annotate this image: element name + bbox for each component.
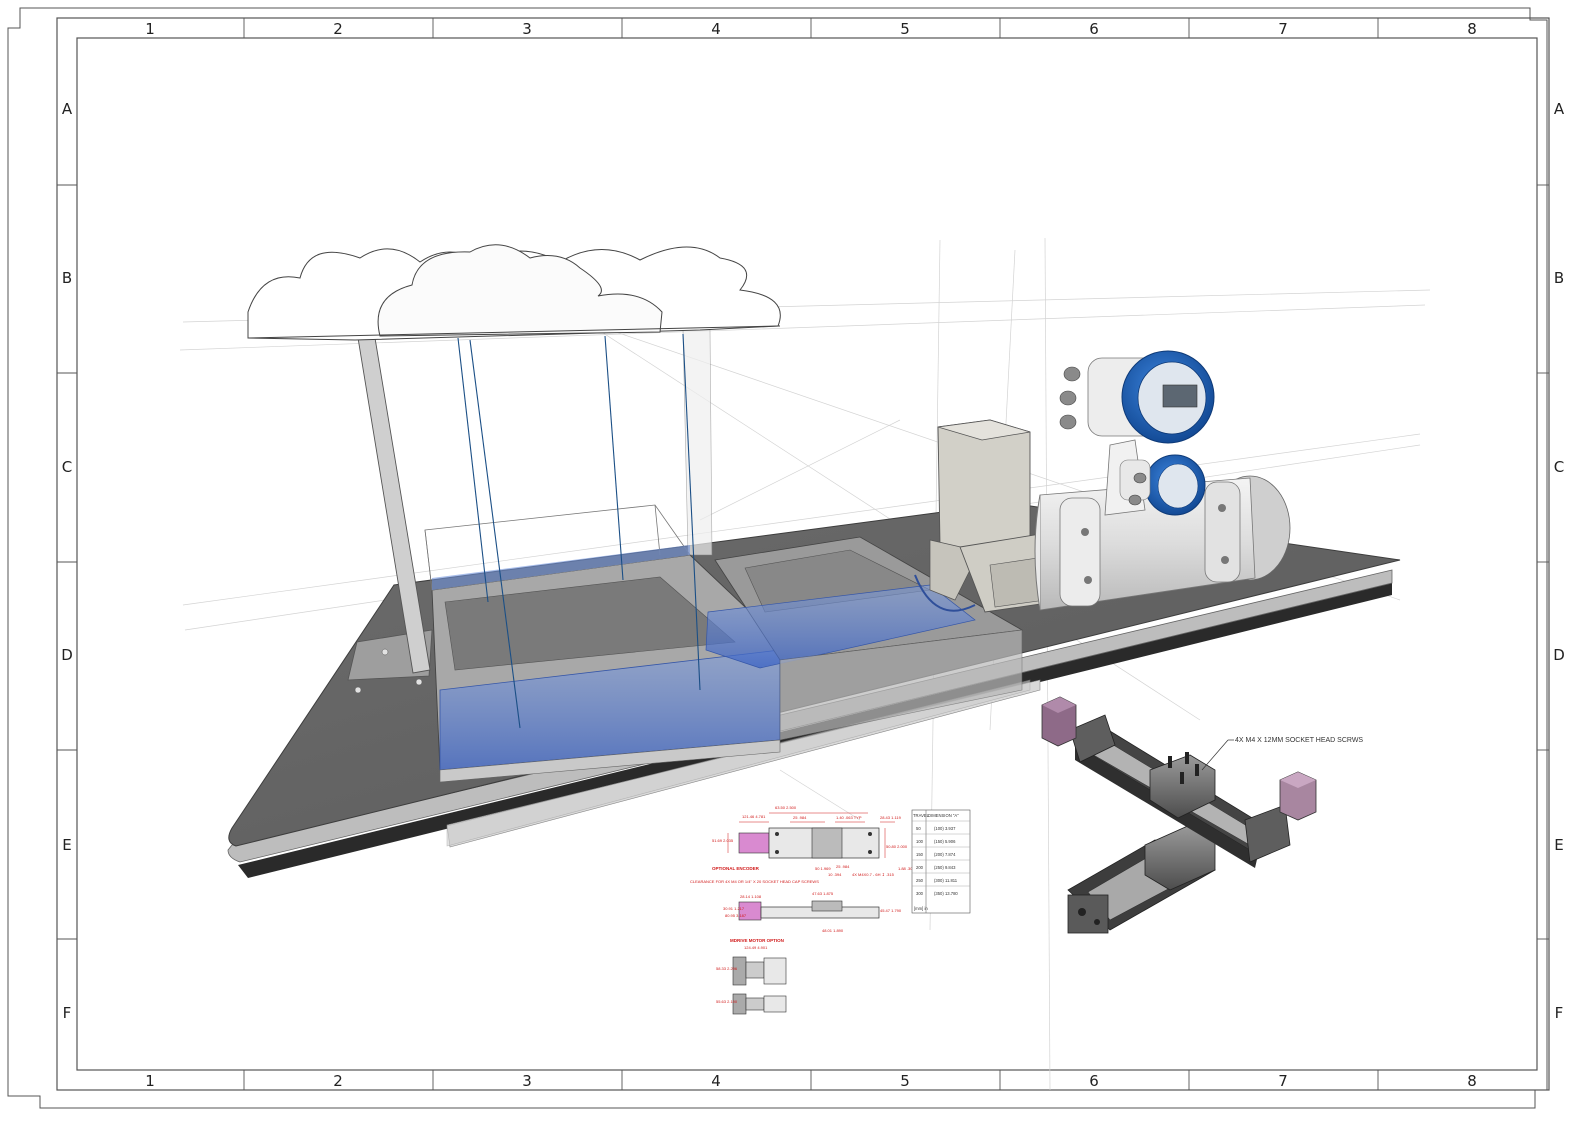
dimension-top: 25 .984: [793, 815, 807, 820]
row-label-left: E: [62, 836, 71, 854]
column-label-bottom: 4: [711, 1072, 721, 1090]
table-cell-travel: 300: [916, 891, 924, 896]
dimension-center: 50 1.969: [815, 866, 831, 871]
linear-stage-assembly: [1041, 696, 1317, 934]
flow-meter: [1034, 350, 1291, 611]
column-label-bottom: 5: [900, 1072, 910, 1090]
dimension-right: 50.80 2.000: [886, 844, 908, 849]
table-cell-dimension: (350) 13.780: [934, 891, 958, 896]
screw-callout: 4X M4 X 12MM SOCKET HEAD SCRWS: [1201, 737, 1363, 771]
dimension-lower: 45.47 1.790: [880, 908, 902, 913]
dimension-drawing: [727, 812, 895, 1015]
row-label-right: E: [1554, 836, 1563, 854]
column-label-bottom: 7: [1278, 1072, 1288, 1090]
column-label-top: 2: [333, 20, 343, 38]
row-label-left: A: [62, 100, 73, 118]
column-label-top: 6: [1089, 20, 1099, 38]
dimension-lower: 80.95 3.187: [725, 913, 747, 918]
column-label-top: 3: [522, 20, 532, 38]
dimension-lower: 47.63 1.875: [812, 891, 834, 896]
optional-encoder-note: OPTIONAL ENCODER: [712, 866, 760, 871]
row-label-left: F: [63, 1004, 72, 1022]
cloud-shape: [247, 244, 781, 341]
mdrive-option-note: MDRIVE MOTOR OPTION: [730, 938, 784, 943]
screw-callout-text: 4X M4 X 12MM SOCKET HEAD SCRWS: [1235, 737, 1363, 744]
dimension-lower: 48.01 1.890: [822, 928, 844, 933]
table-cell-travel: 50: [916, 826, 921, 831]
column-label-bottom: 8: [1467, 1072, 1477, 1090]
column-label-bottom: 2: [333, 1072, 343, 1090]
table-cell-dimension: (250) 9.843: [934, 865, 956, 870]
column-label-top: 4: [711, 20, 721, 38]
dimension-mdrive: 124.49 4.901: [744, 945, 768, 950]
row-label-right: F: [1555, 1004, 1564, 1022]
table-header: DIMENSION "A": [928, 813, 959, 818]
column-label-top: 8: [1467, 20, 1477, 38]
dimension-right: 25 .984: [836, 864, 850, 869]
row-label-right: A: [1554, 100, 1565, 118]
sheet-frame: [7, 7, 1550, 1109]
column-label-top: 1: [145, 20, 155, 38]
row-label-left: C: [62, 458, 72, 476]
table-cell-dimension: (150) 5.906: [934, 839, 956, 844]
column-label-top: 5: [900, 20, 910, 38]
dimension-top: 28.43 1.119: [880, 815, 902, 820]
dimension-mdrive: 58.33 2.296: [716, 966, 738, 971]
column-label-bottom: 1: [145, 1072, 155, 1090]
table-cell-travel: 200: [916, 865, 924, 870]
column-label-bottom: 6: [1089, 1072, 1099, 1090]
row-label-left: B: [62, 269, 72, 287]
dimension-mdrive: 55.63 2.190: [716, 999, 738, 1004]
dimension-top: 63.50 2.500: [775, 805, 797, 810]
row-label-right: D: [1553, 646, 1565, 664]
dimension-lower: 28.14 1.108: [740, 894, 762, 899]
table-cell-travel: 150: [916, 852, 924, 857]
table-cell-travel: 100: [916, 839, 924, 844]
table-header: TRAVEL: [913, 813, 930, 818]
table-cell-dimension: (300) 11.811: [934, 878, 958, 883]
dimension-right: 1.88 .30: [898, 866, 913, 871]
column-label-bottom: 3: [522, 1072, 532, 1090]
table-cell-dimension: (100) 3.937: [934, 826, 956, 831]
row-label-right: B: [1554, 269, 1564, 287]
row-label-right: C: [1554, 458, 1564, 476]
dimension-top: 121.46 4.781: [742, 814, 766, 819]
table-cell-dimension: (200) 7.874: [934, 852, 956, 857]
column-label-top: 7: [1278, 20, 1288, 38]
water-tank: [424, 333, 1024, 783]
dimension-center: 4X M4X0.7 - 6H ↧ .315: [852, 872, 895, 877]
dimension-labels: 121.46 4.781 63.50 2.500 25 .984 1.40 .063 …: [690, 805, 913, 1004]
dimension-left: 51.69 2.035: [712, 838, 734, 843]
travel-table: [911, 809, 971, 914]
dimension-center: 10 .394: [828, 872, 842, 877]
clearance-note: CLEARANCE FOR 4X M4 OR 1/4" X 20 SOCKET …: [690, 879, 819, 884]
table-unit-note: [mm] in: [914, 906, 928, 911]
table-cell-travel: 250: [916, 878, 924, 883]
dimension-top: 1.40 .063 TYP: [836, 815, 862, 820]
row-label-left: D: [61, 646, 73, 664]
dimension-lower: 30.91 1.217: [723, 906, 745, 911]
